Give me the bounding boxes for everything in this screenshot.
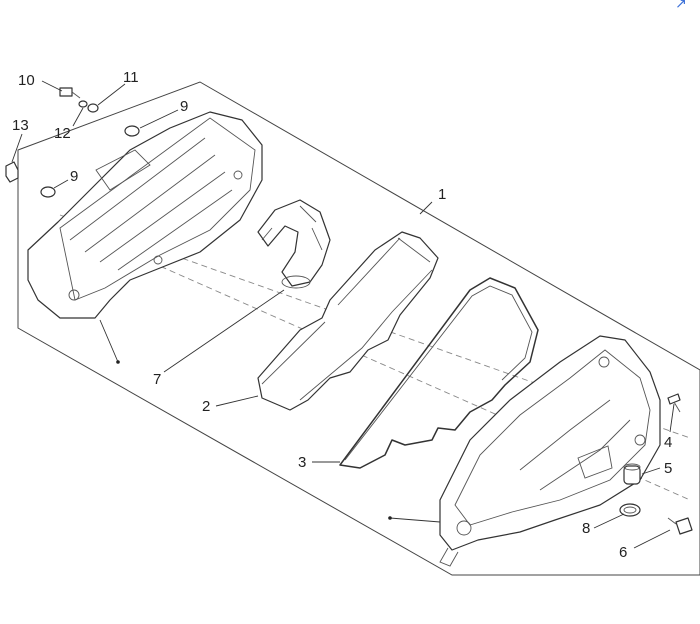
hardware bbox=[5, 87, 693, 535]
callout-3: 3 bbox=[298, 454, 306, 471]
callout-6: 6 bbox=[619, 544, 627, 561]
callout-8: 8 bbox=[582, 520, 590, 537]
callout-1: 1 bbox=[438, 186, 446, 203]
callout-7: 7 bbox=[153, 371, 161, 388]
callout-10: 10 bbox=[18, 72, 35, 89]
callout-9-upper: 9 bbox=[180, 98, 188, 115]
expand-icon[interactable]: ↗ bbox=[675, 0, 687, 11]
air-box-base bbox=[439, 335, 661, 567]
callout-12: 12 bbox=[54, 125, 71, 142]
intake-duct bbox=[257, 199, 331, 289]
callout-5: 5 bbox=[664, 460, 672, 477]
leader-lines bbox=[11, 80, 675, 549]
assembly-frame bbox=[17, 81, 700, 576]
callout-11: 11 bbox=[123, 69, 139, 86]
air-box-cover bbox=[27, 111, 263, 319]
filter-element bbox=[257, 231, 439, 411]
gasket bbox=[339, 277, 539, 469]
callout-9-lower: 9 bbox=[70, 168, 78, 185]
callout-13: 13 bbox=[12, 117, 29, 134]
callout-4: 4 bbox=[664, 434, 672, 451]
callout-2: 2 bbox=[202, 398, 210, 415]
